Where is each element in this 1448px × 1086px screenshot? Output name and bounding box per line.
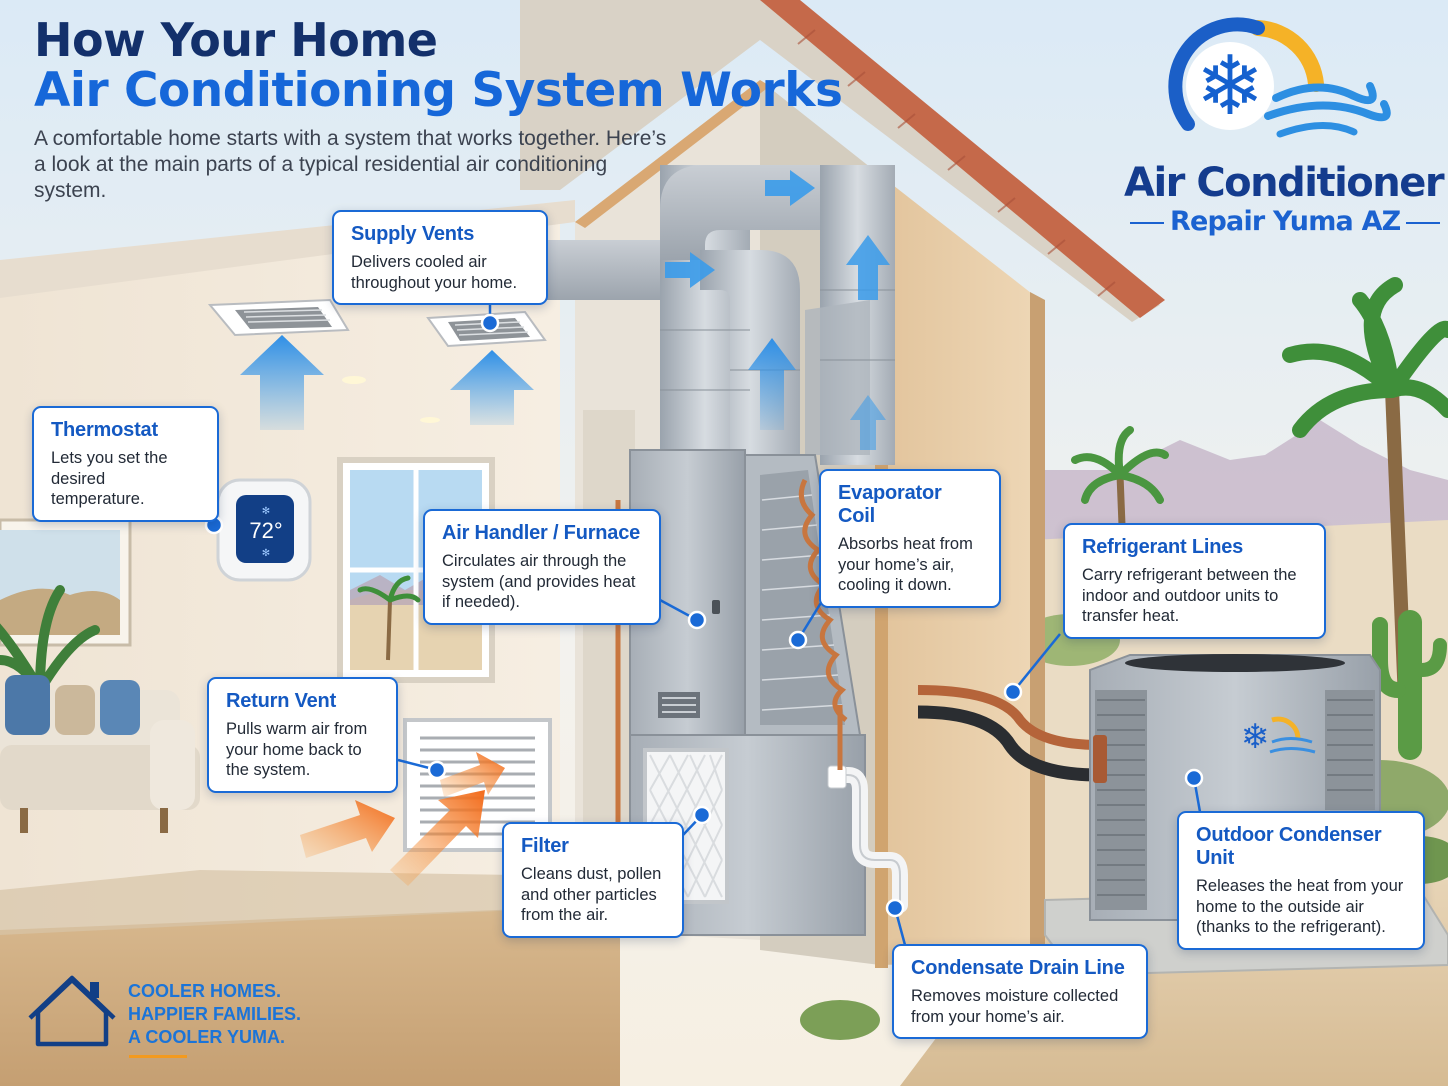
snowflake-icon: ❄	[1241, 717, 1270, 757]
callout-condensate-drain: Condensate Drain Line Removes moisture c…	[892, 944, 1148, 1039]
tagline-line-3: A COOLER YUMA.	[128, 1027, 286, 1047]
evaporator-coil	[615, 454, 862, 900]
tagline: COOLER HOMES. HAPPIER FAMILIES. A COOLER…	[128, 980, 301, 1049]
logo-subtitle-text: Repair Yuma AZ	[1170, 206, 1401, 237]
leader-dots	[204, 313, 1204, 918]
callout-filter: Filter Cleans dust, pollen and other par…	[502, 822, 684, 938]
callout-title: Filter	[521, 835, 569, 857]
logo-title: Air Conditioner	[1124, 160, 1445, 206]
warm-air-arrow	[390, 790, 485, 886]
airflow-arrow	[748, 338, 796, 430]
roof-eave	[520, 0, 1160, 322]
callout-desc: Releases the heat from your home to the …	[1196, 877, 1404, 936]
callout-title: Outdoor Condenser Unit	[1196, 824, 1382, 869]
callout-supply-vents: Supply Vents Delivers cooled air through…	[332, 210, 548, 305]
callout-outdoor-condenser: Outdoor Condenser Unit Releases the heat…	[1177, 811, 1425, 950]
callout-air-handler: Air Handler / Furnace Circulates air thr…	[423, 509, 661, 625]
callout-title: Refrigerant Lines	[1082, 536, 1244, 558]
callout-desc: Lets you set the desired temperature.	[51, 449, 168, 508]
callout-desc: Cleans dust, pollen and other particles …	[521, 865, 662, 924]
tagline-accent-bar	[129, 1055, 187, 1058]
cool-air-arrow	[450, 350, 534, 425]
wall-edge	[1030, 292, 1045, 960]
snowflake-icon: ✻	[262, 548, 270, 559]
airflow-arrow	[665, 252, 715, 288]
roof-tile-lines	[797, 29, 1116, 297]
title-line-1: How Your Home	[34, 13, 438, 67]
snowflake-icon: ✻	[262, 506, 270, 517]
callout-title: Condensate Drain Line	[911, 957, 1125, 979]
callout-title: Thermostat	[51, 419, 158, 441]
brand-logo: ❄ Air Conditioner Repair Yuma AZ	[1118, 14, 1445, 237]
callout-desc: Removes moisture collected from your hom…	[911, 987, 1119, 1026]
sofa	[0, 675, 200, 833]
potted-plant	[0, 585, 100, 695]
supply-vent-left	[207, 298, 350, 337]
callout-return-vent: Return Vent Pulls warm air from your hom…	[207, 677, 398, 793]
thermostat-temperature: 72°	[249, 518, 282, 543]
tagline-line-2: HAPPIER FAMILIES.	[128, 1004, 302, 1024]
callout-title: Evaporator Coil	[838, 482, 942, 527]
svg-text:❄: ❄	[1196, 39, 1265, 134]
callout-desc: Pulls warm air from your home back to th…	[226, 720, 368, 779]
refrigerant-line-set	[917, 685, 1101, 782]
house-outline-icon	[28, 975, 116, 1047]
callout-desc: Absorbs heat from your home’s air, cooli…	[838, 535, 973, 594]
snowflake-sun-wave-icon: ❄	[1168, 17, 1391, 138]
condensate-drain-pipe	[827, 765, 908, 913]
airflow-arrow	[765, 170, 815, 206]
logo-subtitle: Repair Yuma AZ	[1124, 206, 1441, 237]
callout-desc: Circulates air through the system (and p…	[442, 552, 636, 611]
wall-painting	[0, 518, 132, 647]
page-title: How Your Home Air Conditioning System Wo…	[34, 13, 843, 118]
thermostat-device: 72° ✻ ✻	[216, 478, 312, 582]
subtitle: A comfortable home starts with a system …	[34, 127, 667, 202]
airflow-arrow	[846, 235, 890, 300]
warm-air-arrow	[440, 752, 505, 797]
callout-thermostat: Thermostat Lets you set the desired temp…	[32, 406, 219, 522]
warm-air-arrow	[300, 800, 395, 858]
ceiling-light	[342, 376, 366, 384]
window	[337, 457, 495, 683]
callout-evaporator-coil: Evaporator Coil Absorbs heat from your h…	[819, 469, 1001, 608]
callout-refrigerant-lines: Refrigerant Lines Carry refrigerant betw…	[1063, 523, 1326, 639]
floor-rug	[0, 870, 520, 935]
callout-title: Supply Vents	[351, 223, 475, 245]
callout-title: Return Vent	[226, 690, 337, 712]
title-line-2: Air Conditioning System Works	[34, 62, 843, 118]
callout-desc: Carry refrigerant between the indoor and…	[1082, 566, 1297, 625]
wood-floor	[0, 905, 620, 1086]
callout-desc: Delivers cooled air throughout your home…	[351, 253, 518, 292]
attic-rafter	[575, 80, 770, 228]
airflow-arrow	[850, 395, 886, 450]
ceiling-light	[420, 417, 440, 423]
tagline-line-1: COOLER HOMES.	[128, 981, 282, 1001]
unit-logo: ❄	[1241, 716, 1316, 757]
callout-title: Air Handler / Furnace	[442, 522, 641, 544]
saguaro-cactus	[1372, 610, 1447, 760]
cool-air-arrow	[240, 335, 324, 430]
